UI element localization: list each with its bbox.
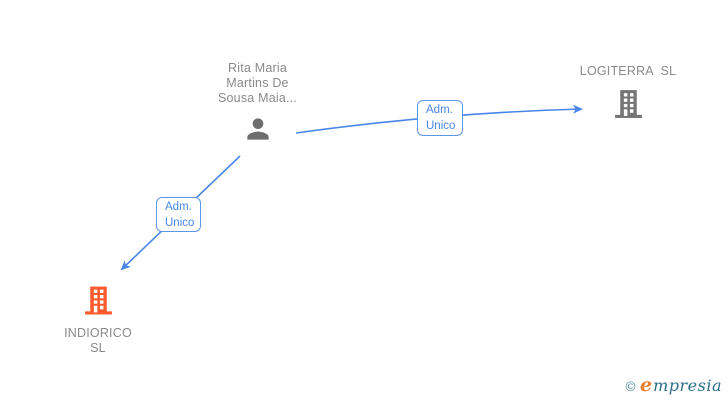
empresia-logo[interactable]: © e mpresia	[624, 374, 722, 396]
relationship-label-line2: Unico	[426, 119, 456, 132]
company-logiterra-label: LOGITERRA SL	[579, 64, 677, 78]
relationship-label-line1: Adm.	[165, 201, 192, 213]
node-person[interactable]: Rita Maria Martins De Sousa Maia...	[200, 61, 315, 150]
company-indiorico-label-line2: SL	[90, 341, 106, 355]
person-name-line3: Sousa Maia...	[217, 91, 298, 105]
building-icon-gray	[613, 88, 644, 124]
relationship-label-adm-unico-logiterra[interactable]: Adm. Unico	[417, 100, 463, 136]
relationship-label-line1: Adm.	[426, 104, 453, 116]
copyright-icon: ©	[624, 380, 637, 395]
person-icon	[241, 113, 275, 150]
relationship-label-adm-unico-indiorico[interactable]: Adm. Unico	[156, 197, 201, 232]
node-company-logiterra[interactable]: LOGITERRA SL	[563, 64, 693, 124]
empresia-logo-e: e	[640, 374, 653, 396]
node-company-indiorico[interactable]: INDIORICO SL	[48, 283, 148, 356]
relationship-label-line2: Unico	[165, 216, 195, 229]
person-name-line2: Martins De	[226, 76, 289, 90]
company-indiorico-label-line1: INDIORICO	[64, 326, 132, 340]
building-icon-orange	[83, 283, 114, 322]
person-name-line1: Rita Maria	[228, 61, 287, 75]
empresia-logo-text: mpresia	[653, 376, 722, 395]
